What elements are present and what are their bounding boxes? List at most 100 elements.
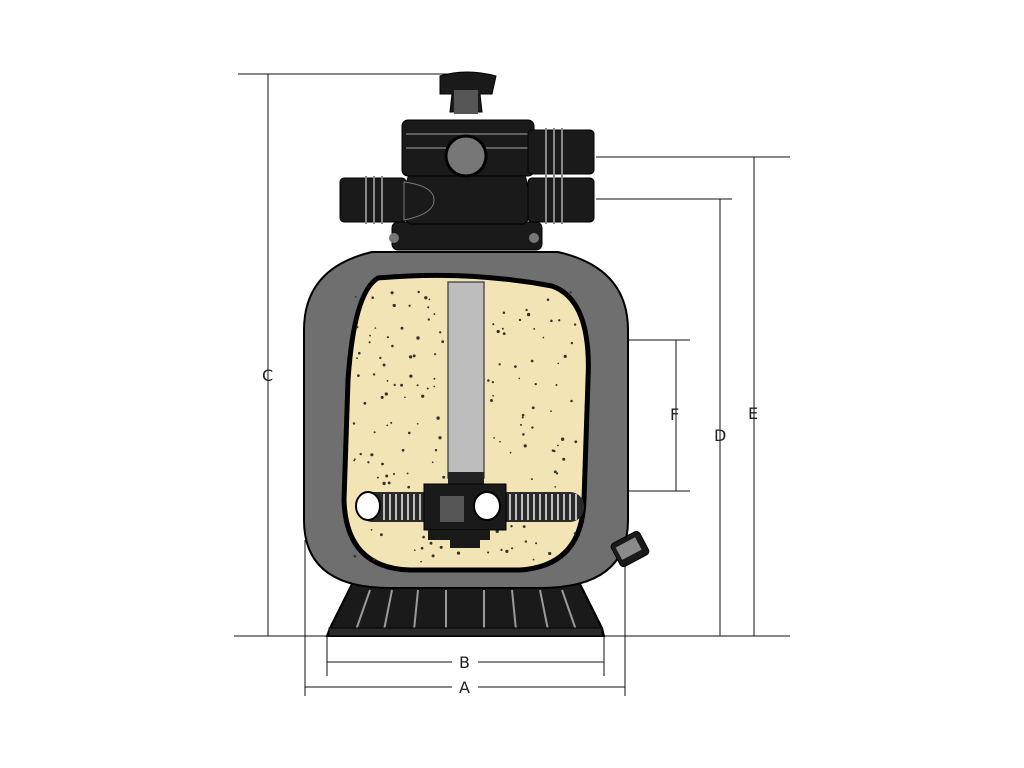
sand-speckle <box>550 410 552 412</box>
sand-speckle <box>492 323 495 326</box>
sand-speckle <box>518 377 521 380</box>
sand-speckle <box>554 486 557 488</box>
sand-speckle <box>356 357 359 360</box>
sand-speckle <box>420 560 422 563</box>
multiport-valve <box>339 71 595 251</box>
sand-speckle <box>409 374 413 378</box>
sand-speckle <box>416 336 420 340</box>
drain-plug-icon <box>610 530 650 568</box>
sand-speckle <box>413 549 416 552</box>
sand-speckle <box>531 406 535 410</box>
sand-speckle <box>431 461 434 464</box>
sand-speckle <box>371 296 374 299</box>
sand-speckle <box>562 457 566 461</box>
sand-speckle <box>372 373 376 376</box>
sand-speckle <box>352 422 356 425</box>
sand-speckle <box>574 440 578 444</box>
sand-speckle <box>381 462 384 466</box>
sand-speckle <box>374 327 377 329</box>
sand-speckle <box>410 356 413 359</box>
sand-speckle <box>393 383 396 387</box>
sand-speckle <box>424 296 428 300</box>
sand-speckle <box>563 354 567 358</box>
sand-speckle <box>412 354 416 358</box>
label-c: C <box>262 366 273 385</box>
dimension-lines <box>234 73 790 696</box>
sand-speckle <box>555 472 559 475</box>
sand-speckle <box>386 380 389 382</box>
sand-speckle <box>509 451 512 454</box>
sand-speckle <box>557 444 559 447</box>
sand-speckle <box>505 549 509 553</box>
sand-speckle <box>427 318 430 321</box>
sand-speckle <box>379 356 382 360</box>
center-pipe <box>447 281 485 479</box>
sand-speckle <box>521 416 524 419</box>
sand-speckle <box>431 554 435 558</box>
dimension-labels: C E D F B A <box>262 366 758 697</box>
sand-speckle <box>356 326 359 329</box>
sand-speckle <box>390 291 394 295</box>
sand-speckle <box>408 304 411 307</box>
sand-speckle <box>373 558 376 561</box>
sand-speckle <box>429 541 433 545</box>
sand-speckle <box>382 363 386 367</box>
sand-speckle <box>387 481 391 485</box>
sand-speckle <box>530 359 534 363</box>
sand-speckle <box>357 351 361 355</box>
sand-speckle <box>420 546 424 550</box>
sand-speckle <box>533 327 536 330</box>
sand-speckle <box>442 475 446 479</box>
sand-speckle <box>363 401 367 405</box>
sand-speckle <box>433 385 436 388</box>
sand-speckle <box>570 399 573 403</box>
sand-speckle <box>570 341 574 345</box>
sand-speckle <box>441 340 445 344</box>
sand-speckle <box>560 437 565 441</box>
sand-speckle <box>416 384 419 387</box>
sand-speckle <box>434 449 438 452</box>
sand-speckle <box>385 474 389 478</box>
sand-speckle <box>573 532 576 535</box>
sand-speckle <box>367 461 370 464</box>
sand-speckle <box>557 362 560 365</box>
sand-speckle <box>439 545 443 549</box>
sand-speckle <box>386 424 389 427</box>
sand-speckle <box>456 551 461 555</box>
sand-speckle <box>401 448 405 452</box>
filter-base <box>325 583 606 637</box>
sand-speckle <box>438 436 442 440</box>
sand-speckle <box>498 363 501 366</box>
sand-speckle <box>514 365 517 368</box>
sand-speckle <box>400 326 404 330</box>
sand-speckle <box>357 374 360 377</box>
sand-speckle <box>522 525 526 528</box>
sand-speckle <box>487 551 490 554</box>
sand-speckle <box>531 426 534 429</box>
laterals <box>355 483 584 548</box>
sand-speckle <box>392 472 396 476</box>
sand-speckle <box>573 323 577 326</box>
sand-speckle <box>436 416 440 420</box>
sand-speckle <box>390 421 393 424</box>
sand-speckle <box>407 485 411 489</box>
sand-speckle <box>522 433 525 436</box>
sand-speckle <box>501 327 504 330</box>
sand-speckle <box>496 329 500 334</box>
sand-speckle <box>558 319 561 322</box>
sand-speckle <box>353 458 356 461</box>
sand-speckle <box>523 444 527 448</box>
sand-speckle <box>376 476 379 479</box>
sand-speckle <box>428 298 431 301</box>
sand-speckle <box>510 525 513 528</box>
sand-speckle <box>493 437 495 439</box>
sight-glass-icon <box>444 134 488 178</box>
sand-speckle <box>380 395 384 399</box>
sand-speckle <box>526 312 531 317</box>
sand-speckle <box>407 431 411 435</box>
label-f: F <box>670 405 679 424</box>
sand-speckle <box>495 529 499 534</box>
sand-speckle <box>569 291 572 294</box>
sand-speckle <box>530 478 533 481</box>
